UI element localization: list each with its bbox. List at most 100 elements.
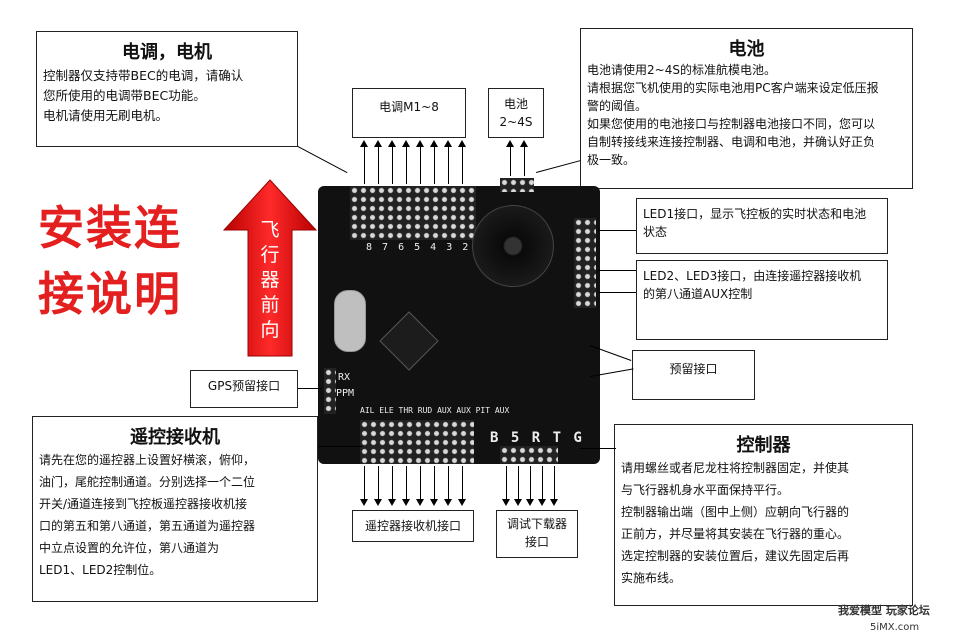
arrow-head bbox=[520, 140, 528, 147]
debug-port-label: 调试下载器 接口 bbox=[496, 510, 578, 558]
esc-motor-text: 控制器仅支持带BEC的电调，请确认 您所使用的电调带BEC功能。 电机请使用无刷… bbox=[43, 66, 291, 126]
arrow-head bbox=[416, 499, 424, 506]
buzzer bbox=[472, 205, 554, 287]
led23-line: LED2、LED3接口，由连接遥控器接收机 bbox=[643, 269, 862, 283]
receiver-line: 中立点设置的允许位，第八通道为 bbox=[39, 541, 220, 555]
esc-port-label: 电调M1~8 bbox=[352, 88, 466, 138]
arrow-head bbox=[374, 140, 382, 147]
led1-box: LED1接口，显示飞控板的实时状态和电池 状态 bbox=[636, 198, 888, 254]
arrow-line bbox=[448, 466, 449, 500]
led1-line: 状态 bbox=[643, 225, 668, 239]
arrow-head bbox=[402, 140, 410, 147]
page-title-line-1: 安装连 bbox=[38, 201, 182, 255]
arrow-head bbox=[502, 499, 510, 506]
arrow-head bbox=[506, 140, 514, 147]
debug-port-label-line: 调试下载器 bbox=[506, 517, 567, 531]
arrow-head bbox=[458, 499, 466, 506]
arrow-line bbox=[554, 466, 555, 500]
battery-port-label-line: 2~4S bbox=[499, 115, 533, 129]
controller-line: 与飞行器机身水平面保持平行。 bbox=[621, 483, 790, 497]
controller-text: 请用螺丝或者尼龙柱将控制器固定，并使其 与飞行器机身水平面保持平行。 控制器输出… bbox=[621, 457, 906, 589]
arrow-head bbox=[514, 499, 522, 506]
arrow-line bbox=[378, 146, 379, 184]
controller-line: 请用螺丝或者尼龙柱将控制器固定，并使其 bbox=[621, 461, 850, 475]
channel-labels: AIL ELE THR RUD AUX AUX PIT AUX bbox=[360, 406, 510, 415]
reserved-port-box: 预留接口 bbox=[632, 350, 755, 400]
arrow-line bbox=[462, 466, 463, 500]
arrow-line bbox=[462, 146, 463, 184]
receiver-line: 请先在您的遥控器上设置好横滚，俯仰， bbox=[39, 453, 256, 467]
controller-title: 控制器 bbox=[736, 435, 791, 456]
battery-line: 极一致。 bbox=[587, 153, 636, 167]
esc-header-pins bbox=[350, 186, 476, 240]
battery-line: 请根据您飞机使用的实际电池用PC客户端来设定低压报 bbox=[587, 81, 879, 95]
receiver-box: 遥控接收机 请先在您的遥控器上设置好横滚，俯仰， 油门，尾舵控制通道。分别选择一… bbox=[32, 416, 318, 602]
receiver-box-connector bbox=[318, 446, 362, 447]
flight-direction-arrow bbox=[222, 179, 318, 357]
arrow-head bbox=[360, 140, 368, 147]
arrow-head bbox=[444, 499, 452, 506]
arrow-head bbox=[416, 140, 424, 147]
led2-connector bbox=[598, 270, 636, 271]
esc-motor-line: 您所使用的电调带BEC功能。 bbox=[43, 88, 206, 103]
led23-box: LED2、LED3接口，由连接遥控器接收机 的第八通道AUX控制 bbox=[636, 260, 888, 340]
controller-box: 控制器 请用螺丝或者尼龙柱将控制器固定，并使其 与飞行器机身水平面保持平行。 控… bbox=[614, 424, 913, 606]
arrow-head bbox=[430, 140, 438, 147]
watermark: 我爱模型 玩家论坛 bbox=[838, 604, 930, 617]
arrow-line bbox=[378, 466, 379, 500]
arrow-line bbox=[434, 146, 435, 184]
controller-line: 选定控制器的安装位置后，建议先固定后再 bbox=[621, 549, 850, 563]
arrow-line bbox=[392, 466, 393, 500]
receiver-title: 遥控接收机 bbox=[130, 427, 220, 448]
arrow-head bbox=[430, 499, 438, 506]
battery-text: 电池请使用2~4S的标准航模电池。 请根据您飞机使用的实际电池用PC客户端来设定… bbox=[587, 61, 906, 169]
arrow-line bbox=[406, 466, 407, 500]
led3-connector bbox=[598, 292, 636, 293]
esc-motor-line: 电机请使用无刷电机。 bbox=[43, 108, 169, 123]
battery-line: 电池请使用2~4S的标准航模电池。 bbox=[587, 63, 776, 77]
receiver-port-label: 遥控器接收机接口 bbox=[352, 510, 474, 542]
arrow-line bbox=[420, 466, 421, 500]
arrow-line bbox=[434, 466, 435, 500]
battery-line: 如果您使用的电池接口与控制器电池接口不同，您可以 bbox=[587, 117, 876, 131]
arrow-line bbox=[406, 146, 407, 184]
gps-port-box: GPS预留接口 bbox=[190, 370, 298, 408]
esc-motor-box: 电调，电机 控制器仅支持带BEC的电调，请确认 您所使用的电调带BEC功能。 电… bbox=[36, 31, 298, 147]
led1-line: LED1接口，显示飞控板的实时状态和电池 bbox=[643, 207, 867, 221]
led1-connector bbox=[598, 230, 636, 231]
flight-direction-label: 飞行器前向 bbox=[260, 219, 280, 341]
led-header-pins bbox=[574, 218, 596, 308]
arrow-line bbox=[392, 146, 393, 184]
battery-port-label: 电池 2~4S bbox=[488, 88, 544, 138]
arrow-line bbox=[448, 146, 449, 184]
battery-line: 自制转接线来连接控制器、电调和电池，并确认好正负 bbox=[587, 135, 876, 149]
battery-title: 电池 bbox=[728, 39, 765, 60]
receiver-line: LED1、LED2控制位。 bbox=[39, 563, 162, 577]
battery-port-label-line: 电池 bbox=[503, 97, 528, 111]
arrow-head bbox=[538, 499, 546, 506]
arrow-line bbox=[364, 466, 365, 500]
arrow-head bbox=[374, 499, 382, 506]
controller-box-connector bbox=[580, 448, 616, 449]
motor-number-labels: 8 7 6 5 4 3 2 1 bbox=[366, 242, 487, 253]
battery-box-connector bbox=[536, 160, 581, 173]
controller-line: 正前方，并尽量将其安装在飞行器的重心。 bbox=[621, 527, 850, 541]
arrow-head bbox=[458, 140, 466, 147]
watermark-url: 5iMX.com bbox=[870, 622, 920, 633]
arrow-line bbox=[364, 146, 365, 184]
battery-line: 警的阈值。 bbox=[587, 99, 648, 113]
battery-connector bbox=[500, 178, 534, 192]
arrow-head bbox=[526, 499, 534, 506]
arrow-line bbox=[506, 466, 507, 500]
page-title-line-2: 接说明 bbox=[38, 267, 182, 321]
receiver-header-pins bbox=[360, 420, 474, 464]
esc-motor-line: 控制器仅支持带BEC的电调，请确认 bbox=[43, 68, 244, 83]
esc-motor-title: 电调，电机 bbox=[122, 42, 212, 63]
arrow-head bbox=[402, 499, 410, 506]
arrow-line bbox=[524, 146, 525, 176]
arrow-line bbox=[518, 466, 519, 500]
arrow-head bbox=[388, 140, 396, 147]
gps-connector bbox=[298, 388, 322, 389]
esc-box-connector bbox=[297, 146, 348, 174]
arrow-line bbox=[510, 146, 511, 176]
